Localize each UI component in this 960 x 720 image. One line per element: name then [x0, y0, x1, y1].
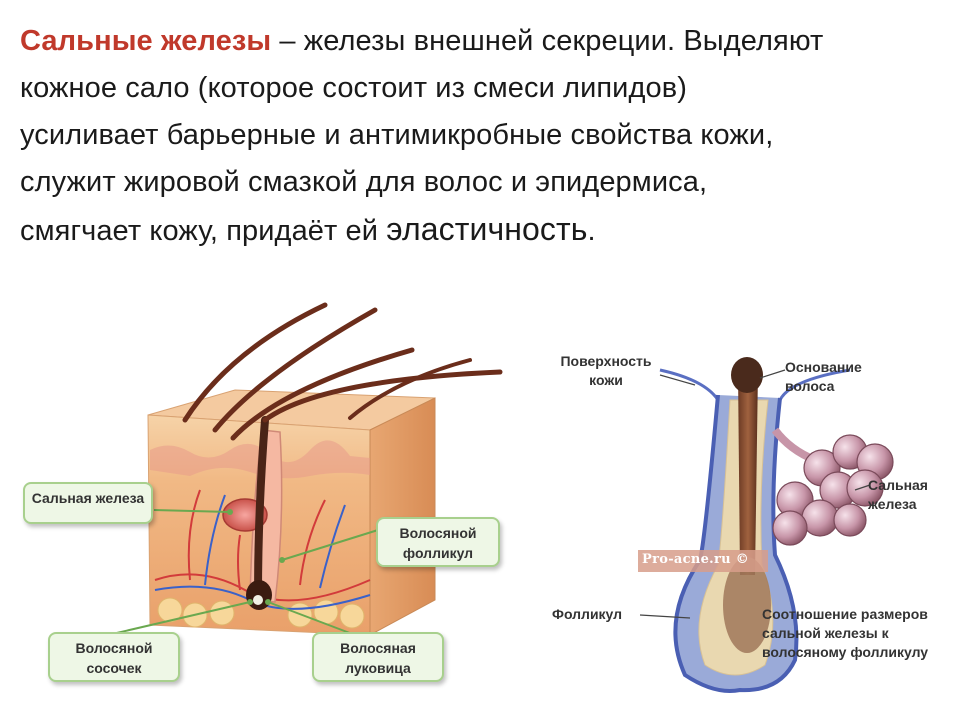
hair-base-cap	[731, 357, 763, 393]
label-size-ratio: Соотношение размеров сальной железы к во…	[762, 606, 929, 660]
hairs	[182, 302, 503, 441]
intro-line-5-start: смягчает кожу, придаёт ей	[20, 215, 387, 247]
label-follicle: Фолликул	[552, 606, 623, 622]
hair-root	[723, 557, 771, 653]
label-right-sebaceous-gland: Сальная железа	[868, 477, 928, 512]
skin-surface-line	[659, 368, 851, 401]
label-hair-papilla: Волосяной сосочек	[48, 632, 180, 682]
intro-line-5: смягчает кожу, придаёт ей эластичность.	[20, 206, 945, 255]
pointer-lines	[107, 509, 379, 636]
intro-line-2: кожное сало (которое состоит из смеси ли…	[20, 72, 687, 104]
hair-shaft-right	[738, 370, 758, 575]
right-pointer-lines	[639, 369, 871, 619]
papilla	[253, 595, 263, 605]
elasticity-word: эластичность	[386, 211, 588, 247]
intro-line-3: усиливает барьерные и антимикробные свой…	[20, 119, 774, 151]
intro-line-1: Сальные железы – железы внешней секреции…	[20, 18, 945, 65]
intro-text: Сальные железы – железы внешней секреции…	[20, 18, 945, 255]
follicle-diagram	[638, 357, 894, 693]
intro-line-1-rest: – железы внешней секреции. Выделяют	[271, 25, 824, 57]
intro-line-4: служит жировой смазкой для волос и эпиде…	[20, 166, 708, 198]
term-highlight: Сальные железы	[20, 25, 272, 57]
label-hair-follicle: Волосяной фолликул	[376, 517, 500, 567]
label-skin-surface-text: Поверхность кожи	[560, 353, 652, 388]
skin-side-face	[369, 397, 436, 636]
label-sebaceous-gland: Сальная железа	[23, 482, 153, 524]
watermark: Pro-acne.ru ©	[642, 552, 750, 567]
label-hair-bulb: Волосяная луковица	[312, 632, 444, 682]
watermark-band	[638, 550, 768, 572]
skin-block-illustration	[107, 302, 503, 636]
label-skin-surface: Поверхность кожи	[546, 352, 666, 390]
hair-shaft	[254, 416, 269, 599]
intro-line-5-end: .	[587, 215, 596, 247]
fat-layer	[157, 597, 365, 629]
hair-bulb	[246, 580, 272, 610]
label-hair-base: Основание волоса	[785, 359, 862, 394]
